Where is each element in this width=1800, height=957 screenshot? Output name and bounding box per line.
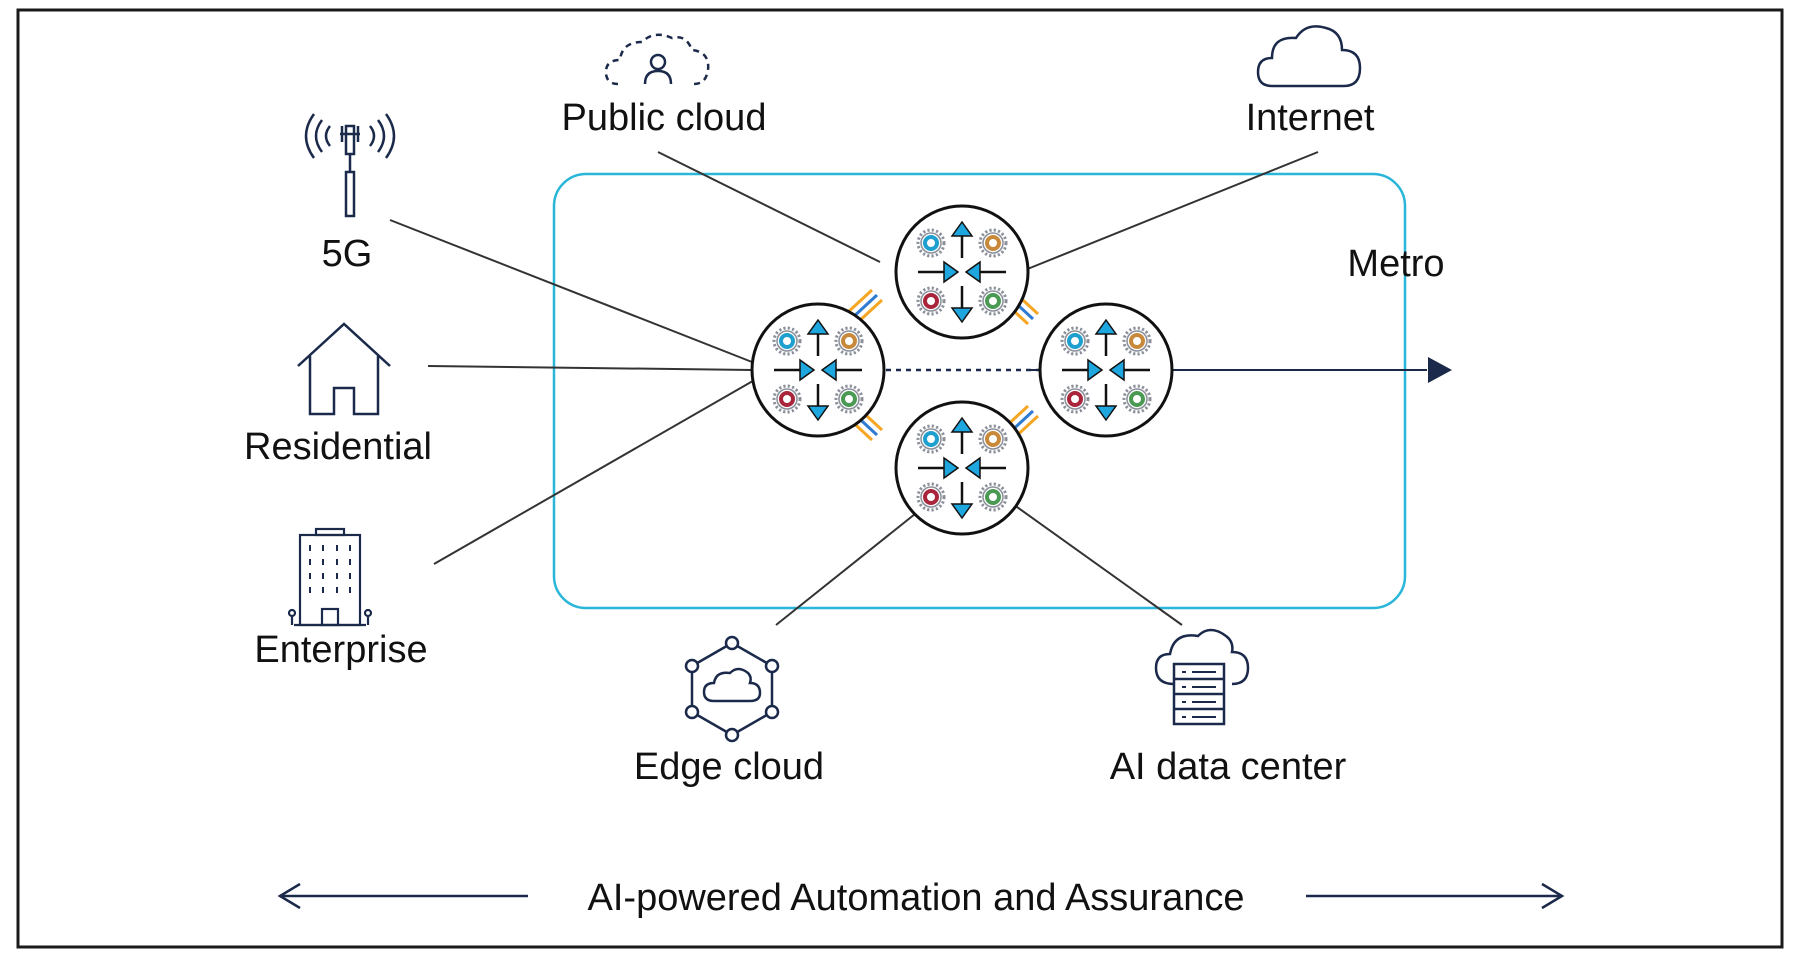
line-edge-cloud: [775, 509, 921, 626]
metro-label: Metro: [1347, 243, 1444, 285]
metro-region: [552, 172, 1407, 610]
edge-cloud-hexagon-icon: [684, 635, 780, 743]
cloud-icon: [1256, 25, 1362, 88]
line-5g: [389, 219, 753, 363]
banner-left-arrowhead: [277, 882, 301, 910]
edge-cloud-label: Edge cloud: [634, 746, 824, 788]
automation-banner: AI-powered Automation and Assurance: [277, 877, 1565, 919]
automation-label: AI-powered Automation and Assurance: [588, 877, 1245, 919]
cloud-server-icon: [1154, 628, 1250, 726]
cloud-user-icon: [604, 33, 710, 86]
router-left: [752, 304, 884, 436]
metro-exit-arrowhead: [1428, 357, 1452, 383]
office-building-icon: [287, 527, 373, 627]
outer-frame: [16, 8, 1784, 949]
line-residential: [427, 365, 753, 371]
5g-label: 5G: [322, 233, 373, 275]
router-right: [1040, 304, 1172, 436]
line-public-cloud: [657, 151, 881, 263]
cell-tower-icon: [304, 113, 396, 218]
enterprise-label: Enterprise: [254, 629, 427, 671]
line-internet: [1024, 151, 1319, 271]
house-icon: [297, 322, 391, 416]
line-ai-data-center: [1009, 501, 1183, 626]
router-bottom: [896, 402, 1028, 534]
banner-right-arrowhead: [1541, 882, 1565, 910]
ai-data-center-label: AI data center: [1110, 746, 1347, 788]
line-enterprise: [433, 377, 759, 565]
residential-label: Residential: [244, 426, 432, 468]
internet-label: Internet: [1246, 97, 1375, 139]
router-top: [896, 206, 1028, 338]
public-cloud-label: Public cloud: [562, 97, 767, 139]
